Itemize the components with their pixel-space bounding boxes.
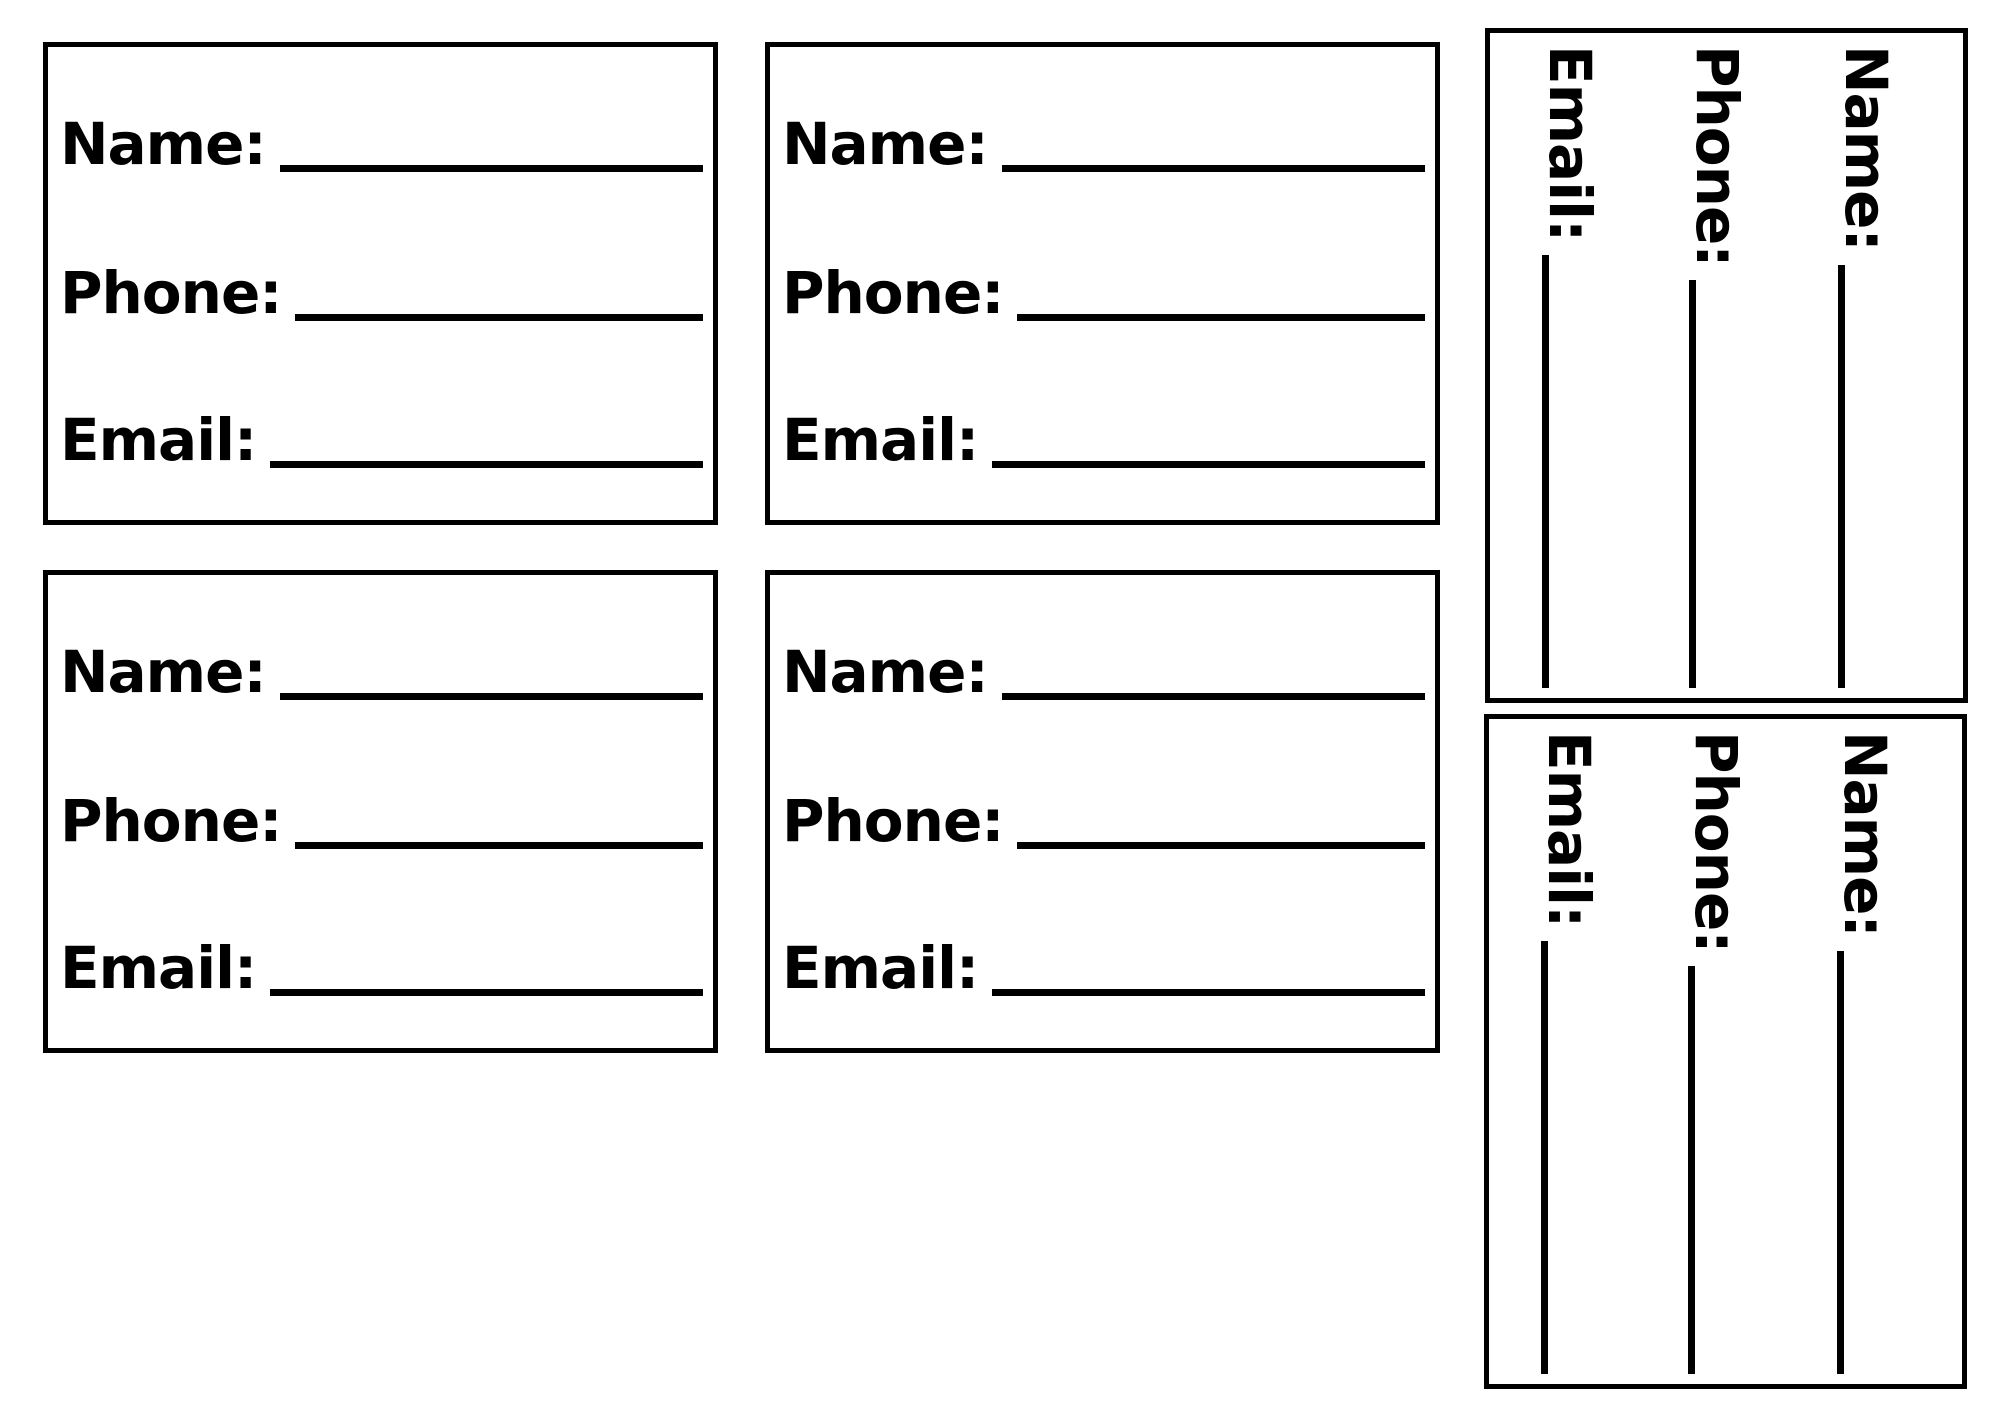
name-label: Name: — [782, 638, 989, 706]
name-field-row: Name: — [782, 110, 1425, 178]
contact-card-3-horizontal: Name: Phone: Email: — [43, 570, 718, 1053]
name-field-row: Name: — [1831, 731, 1899, 1374]
email-field-row: Email: — [60, 934, 703, 1002]
phone-label: Phone: — [782, 787, 1004, 855]
phone-label: Phone: — [1683, 45, 1751, 267]
name-field-row: Name: — [1832, 45, 1900, 688]
phone-label: Phone: — [782, 259, 1004, 327]
phone-field-row: Phone: — [60, 787, 703, 855]
name-fill-in-line — [1001, 117, 1425, 172]
email-label: Email: — [60, 934, 257, 1002]
name-fill-in-line — [1838, 264, 1893, 688]
phone-field-row: Phone: — [782, 787, 1425, 855]
contact-card-5-rotated-90-clockwise: Name: Phone: Email: — [1485, 28, 1968, 703]
email-label: Email: — [60, 406, 257, 474]
contact-card-1-horizontal: Name: Phone: Email: — [43, 42, 718, 525]
name-field-row: Name: — [60, 638, 703, 706]
phone-field-row: Phone: — [1682, 731, 1750, 1374]
email-fill-in-line — [270, 941, 703, 996]
contact-card-2-horizontal: Name: Phone: Email: — [765, 42, 1440, 525]
email-field-row: Email: — [1535, 731, 1603, 1374]
name-field-row: Name: — [60, 110, 703, 178]
phone-fill-in-line — [295, 266, 703, 321]
email-fill-in-line — [992, 941, 1425, 996]
email-field-row: Email: — [1536, 45, 1604, 688]
email-fill-in-line — [992, 413, 1425, 468]
name-label: Name: — [1831, 731, 1899, 937]
phone-fill-in-line — [295, 794, 703, 849]
phone-label: Phone: — [60, 787, 282, 855]
phone-field-row: Phone: — [782, 259, 1425, 327]
name-label: Name: — [60, 110, 267, 178]
contact-card-4-horizontal: Name: Phone: Email: — [765, 570, 1440, 1053]
email-label: Email: — [1536, 45, 1604, 242]
email-label: Email: — [782, 406, 979, 474]
name-fill-in-line — [279, 117, 703, 172]
phone-label: Phone: — [1682, 731, 1750, 953]
name-label: Name: — [60, 638, 267, 706]
email-fill-in-line — [1542, 255, 1597, 688]
phone-field-row: Phone: — [60, 259, 703, 327]
phone-fill-in-line — [1688, 966, 1743, 1374]
phone-field-row: Phone: — [1683, 45, 1751, 688]
phone-fill-in-line — [1689, 280, 1744, 688]
email-fill-in-line — [270, 413, 703, 468]
email-label: Email: — [782, 934, 979, 1002]
name-fill-in-line — [279, 645, 703, 700]
email-fill-in-line — [1541, 941, 1596, 1374]
phone-fill-in-line — [1017, 794, 1425, 849]
phone-fill-in-line — [1017, 266, 1425, 321]
name-label: Name: — [782, 110, 989, 178]
contact-card-6-rotated-90-clockwise: Name: Phone: Email: — [1484, 714, 1967, 1389]
email-field-row: Email: — [782, 406, 1425, 474]
name-field-row: Name: — [782, 638, 1425, 706]
name-fill-in-line — [1837, 950, 1892, 1374]
email-field-row: Email: — [60, 406, 703, 474]
email-field-row: Email: — [782, 934, 1425, 1002]
name-label: Name: — [1832, 45, 1900, 251]
phone-label: Phone: — [60, 259, 282, 327]
name-fill-in-line — [1001, 645, 1425, 700]
email-label: Email: — [1535, 731, 1603, 928]
